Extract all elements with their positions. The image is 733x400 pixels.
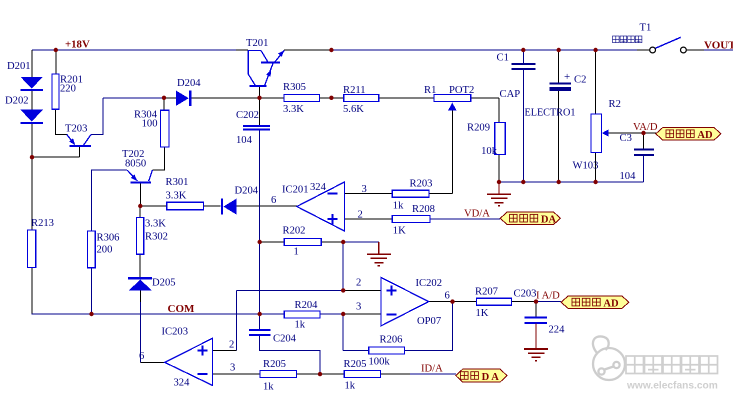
svg-text:COM: COM bbox=[168, 303, 196, 315]
svg-text:R306: R306 bbox=[97, 233, 120, 244]
svg-text:1k: 1k bbox=[393, 201, 404, 212]
svg-text:CAP: CAP bbox=[500, 89, 521, 100]
svg-text:R1: R1 bbox=[424, 85, 436, 96]
svg-text:+: + bbox=[564, 71, 570, 83]
svg-text:C203: C203 bbox=[514, 289, 537, 300]
svg-text:R301: R301 bbox=[166, 177, 189, 188]
svg-text:R205: R205 bbox=[263, 359, 286, 370]
svg-text:R206: R206 bbox=[380, 335, 403, 346]
svg-text:VA/D: VA/D bbox=[633, 122, 658, 133]
svg-text:104: 104 bbox=[620, 171, 637, 182]
svg-text:VOUT: VOUT bbox=[704, 40, 733, 52]
svg-text:R205: R205 bbox=[344, 359, 367, 370]
svg-text:324: 324 bbox=[174, 378, 191, 389]
svg-text:1K: 1K bbox=[476, 308, 489, 319]
svg-text:8050: 8050 bbox=[125, 159, 146, 170]
svg-text:R213: R213 bbox=[31, 218, 54, 229]
svg-text:100k: 100k bbox=[369, 357, 391, 368]
svg-text:D201: D201 bbox=[7, 61, 31, 72]
svg-text:104: 104 bbox=[236, 135, 253, 146]
svg-text:6: 6 bbox=[139, 351, 144, 362]
svg-text:2: 2 bbox=[356, 278, 361, 289]
svg-text:3: 3 bbox=[362, 184, 367, 195]
svg-text:2: 2 bbox=[229, 340, 234, 351]
svg-text:1k: 1k bbox=[263, 382, 274, 393]
svg-text:5.6K: 5.6K bbox=[343, 104, 364, 115]
svg-text:R209: R209 bbox=[467, 123, 490, 134]
svg-text:I A/D: I A/D bbox=[536, 291, 560, 302]
svg-text:R203: R203 bbox=[410, 179, 433, 190]
svg-text:R202: R202 bbox=[283, 226, 306, 237]
svg-text:AD: AD bbox=[697, 130, 713, 141]
svg-text:T202: T202 bbox=[122, 149, 144, 160]
svg-text:R304: R304 bbox=[134, 110, 158, 121]
svg-text:T203: T203 bbox=[65, 124, 87, 135]
svg-text:ID/A: ID/A bbox=[421, 364, 443, 375]
svg-text:C204: C204 bbox=[273, 334, 297, 345]
svg-text:R211: R211 bbox=[343, 85, 366, 96]
svg-text:W103: W103 bbox=[573, 161, 599, 172]
svg-text:1K: 1K bbox=[393, 226, 406, 237]
svg-text:IC202: IC202 bbox=[416, 278, 442, 289]
svg-text:R2: R2 bbox=[609, 99, 621, 110]
svg-text:R201: R201 bbox=[60, 75, 83, 86]
svg-text:R208: R208 bbox=[412, 204, 435, 215]
svg-text:220: 220 bbox=[60, 84, 76, 95]
svg-text:3: 3 bbox=[356, 302, 361, 313]
svg-text:IC203: IC203 bbox=[162, 327, 188, 338]
svg-text:C2: C2 bbox=[574, 75, 586, 86]
svg-text:224: 224 bbox=[549, 325, 566, 336]
svg-text:3.3K: 3.3K bbox=[166, 191, 187, 202]
svg-text:T1: T1 bbox=[640, 23, 652, 34]
svg-text:D204: D204 bbox=[177, 78, 201, 89]
svg-text:1k: 1k bbox=[295, 320, 306, 331]
svg-text:D202: D202 bbox=[5, 96, 29, 107]
svg-text:D A: D A bbox=[482, 372, 500, 383]
svg-text:OP07: OP07 bbox=[417, 316, 441, 327]
svg-text:C1: C1 bbox=[497, 53, 509, 64]
svg-text:D205: D205 bbox=[152, 278, 176, 289]
svg-text:IC201: IC201 bbox=[282, 185, 308, 196]
svg-text:R305: R305 bbox=[283, 82, 306, 93]
svg-text:www.elecfans.com: www.elecfans.com bbox=[626, 381, 718, 392]
svg-text:3.3K: 3.3K bbox=[145, 219, 166, 230]
svg-text:R204: R204 bbox=[295, 300, 319, 311]
svg-text:C3: C3 bbox=[620, 133, 632, 144]
svg-text:100: 100 bbox=[142, 119, 158, 130]
svg-text:DA: DA bbox=[541, 215, 557, 226]
svg-text:3: 3 bbox=[230, 363, 235, 374]
svg-text:AD: AD bbox=[603, 298, 619, 309]
svg-text:6: 6 bbox=[445, 291, 450, 302]
svg-text:C202: C202 bbox=[236, 110, 259, 121]
svg-text:1k: 1k bbox=[345, 381, 356, 392]
svg-text:D204: D204 bbox=[235, 186, 259, 197]
svg-text:R207: R207 bbox=[475, 287, 498, 298]
svg-text:6: 6 bbox=[271, 195, 276, 206]
svg-text:2: 2 bbox=[358, 210, 363, 221]
svg-text:VD/A: VD/A bbox=[464, 209, 490, 220]
svg-text:POT2: POT2 bbox=[449, 85, 474, 96]
svg-text:ELECTRO1: ELECTRO1 bbox=[525, 108, 576, 119]
svg-text:200: 200 bbox=[97, 245, 113, 256]
svg-text:1: 1 bbox=[294, 247, 299, 258]
svg-text:324: 324 bbox=[310, 182, 327, 193]
svg-text:10k: 10k bbox=[481, 146, 498, 157]
svg-text:T201: T201 bbox=[246, 38, 268, 49]
svg-text:R302: R302 bbox=[145, 232, 168, 243]
svg-text:+18V: +18V bbox=[65, 39, 90, 51]
svg-text:3.3K: 3.3K bbox=[283, 104, 304, 115]
